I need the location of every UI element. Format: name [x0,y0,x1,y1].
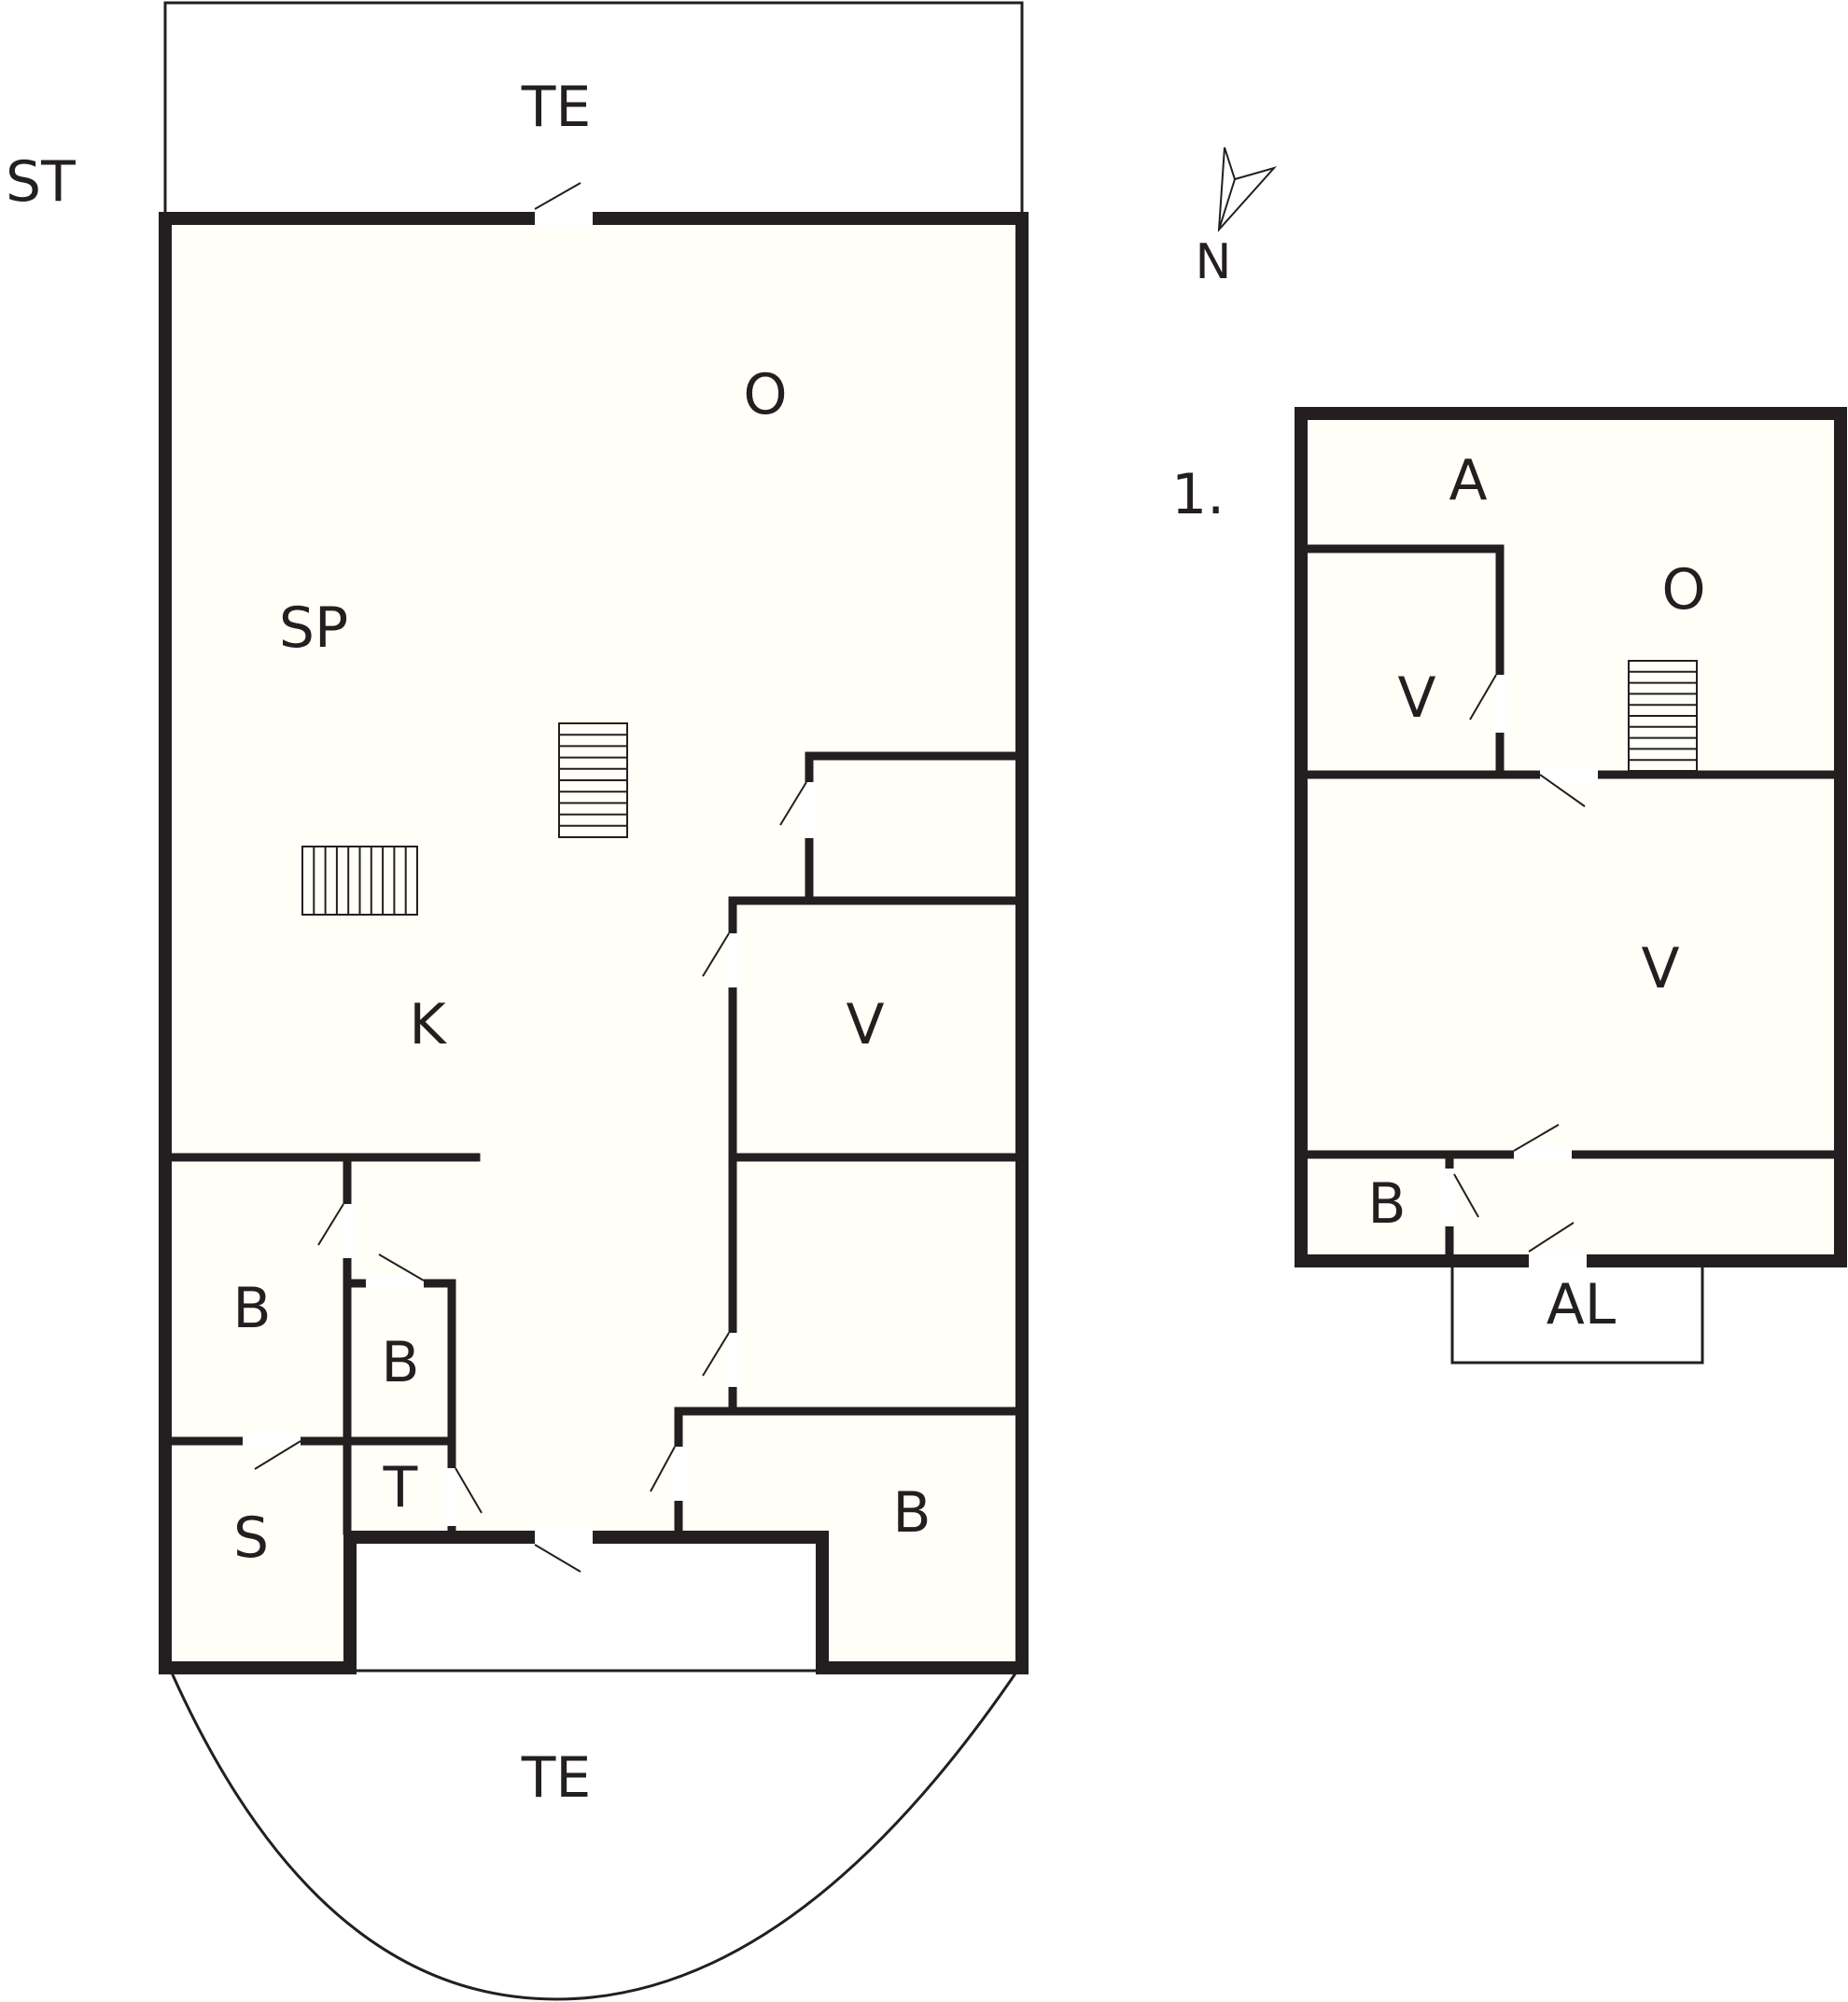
door-swing-icon [317,1203,344,1246]
door-swing-icon [702,1332,730,1377]
door-swing-icon [1528,1222,1575,1253]
ground-floor-exterior-wall [159,212,1029,1674]
door-swing-icon [534,182,581,210]
room-label-bathroom-east: B [892,1480,931,1546]
room-label-bathroom-west: B [232,1276,271,1341]
door-swing-icon [1453,1173,1479,1218]
door-swing-icon [1469,674,1497,721]
room-label-toilet: T [383,1455,418,1520]
first-floor-door-openings [1441,675,1598,1272]
ground-floor-door-openings [243,207,818,1548]
room-label-living-upper: O [1661,557,1705,623]
room-label-loft: A [1449,448,1487,513]
stairs-icon [301,846,418,916]
door-swing-icon [455,1467,483,1514]
door-swing-icon [650,1446,676,1492]
door-swing-icon [1513,1124,1560,1152]
room-label-bathroom-middle: B [381,1330,419,1395]
room-label-terrace-bottom: TE [521,1745,592,1811]
room-label-bathroom-upper: B [1367,1171,1406,1237]
door-swing-icon [702,932,730,977]
room-label-living: O [743,362,787,427]
level-label-first: 1. [1171,462,1225,527]
level-label-ground: ST [6,149,76,215]
room-label-bedroom-large: V [1641,936,1679,1001]
door-swing-icon [378,1253,425,1281]
ground-floor-fill [165,218,1022,1668]
door-swing-icon [1539,774,1586,807]
ground-floor-door-swings [254,182,807,1573]
room-label-terrace-top: TE [521,75,592,140]
room-label-bedroom-east: V [846,992,884,1057]
door-swing-icon [779,781,807,826]
room-label-bedroom-small: V [1397,665,1435,731]
compass-label: N [1196,234,1232,290]
first-floor: 1. A O V V B AL [1171,407,1847,1365]
room-label-sauna: S [233,1505,269,1571]
door-swing-icon [254,1440,301,1470]
terrace-top-area [163,1,1024,220]
stairs-icon [1628,660,1698,772]
ground-floor: ST TE O SP K V B B S T B TE [6,1,1029,2001]
north-arrow-icon: N [1196,147,1278,290]
door-swing-icon [534,1544,581,1573]
room-label-kitchen: K [409,992,447,1057]
room-label-sleeping-area: SP [279,595,348,661]
stairs-icon [558,722,628,838]
terrace-bottom-area [168,1669,1020,2001]
first-floor-door-swings [1453,674,1586,1253]
room-label-balcony: AL [1547,1272,1617,1337]
first-floor-fill [1301,413,1841,1261]
